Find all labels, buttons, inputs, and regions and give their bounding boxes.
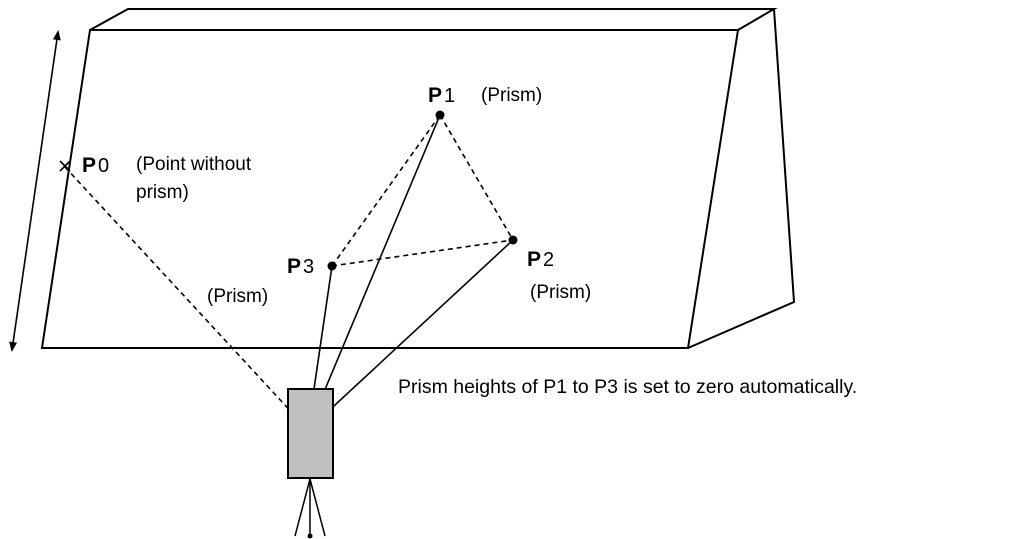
sight-line-p2	[307, 239, 514, 431]
wall-side-face	[687, 8, 796, 349]
point-p1-label: (Prism)	[481, 85, 542, 106]
total-station-icon	[287, 388, 334, 539]
point-p0-label-line1: (Point without	[136, 154, 252, 175]
point-p1-dot	[435, 110, 445, 120]
dashed-lines	[64, 114, 514, 431]
instrument-body	[287, 388, 334, 479]
tripod-icon	[294, 478, 326, 537]
dashed-line-p1-p2	[439, 114, 514, 241]
point-p0-label-line2: prism)	[136, 182, 189, 203]
point-p2-label: (Prism)	[530, 282, 591, 303]
dashed-line-p0-instrument	[64, 166, 309, 431]
sight-line-p1	[307, 114, 441, 431]
wall-block	[40, 8, 796, 349]
dashed-line-p3-p1	[331, 114, 441, 267]
point-p3-dot	[327, 261, 337, 271]
dashed-line-p3-p2	[331, 239, 514, 267]
ground-point-dot	[307, 533, 313, 539]
point-p0-cross-icon	[59, 160, 71, 172]
prism-height-note: Prism heights of P1 to P3 is set to zero…	[398, 376, 857, 398]
wall-top-face	[89, 8, 778, 31]
height-dimension-arrow	[9, 30, 61, 352]
point-p3-label: (Prism)	[207, 286, 268, 307]
point-p2-dot	[508, 235, 518, 245]
